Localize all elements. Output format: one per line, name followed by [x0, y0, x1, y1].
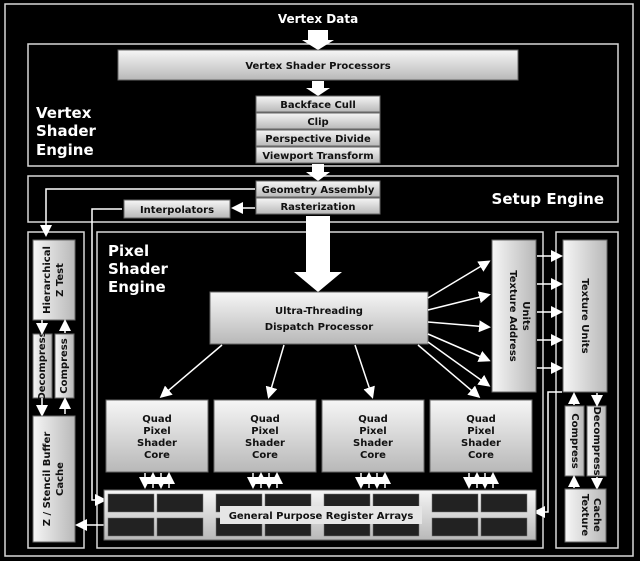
core-3-line-1: Quad [358, 414, 388, 425]
decompress-label: Decompress [37, 331, 48, 400]
pixel-engine-label-1: Pixel [108, 242, 149, 260]
register-cell [156, 517, 204, 537]
core-4-line-4: Core [468, 450, 494, 461]
viewport-transform-box [255, 146, 381, 164]
vsp-down-arrow [306, 81, 330, 96]
z-stencil-label-2: Cache [55, 462, 66, 496]
viewport-down-arrow [306, 164, 330, 181]
register-cell [107, 493, 155, 513]
perspective-divide-label: Perspective Divide [265, 134, 371, 145]
register-cell [431, 517, 479, 537]
vertex-shader-processors-label: Vertex Shader Processors [245, 61, 390, 72]
hierarchical-z-label-2: Z Test [55, 263, 66, 297]
geometry-assembly-label: Geometry Assembly [262, 185, 375, 196]
tu-to-gpr-line [533, 391, 562, 518]
quad-core-4: Quad Pixel Shader Core [429, 399, 533, 473]
outer-frame [4, 3, 634, 557]
interpolators-to-gpr-line [91, 208, 122, 506]
core-3-line-2: Pixel [359, 426, 386, 437]
dispatch-to-core-4-arrow [417, 344, 481, 398]
vertex-shader-processors-box [117, 49, 519, 81]
core-1-line-4: Core [144, 450, 170, 461]
hierarchical-z-label-1: Hierarchical [42, 246, 53, 314]
hierarchical-z-test-box [32, 239, 76, 321]
register-cell [480, 493, 528, 513]
texture-address-label-1: Texture Address [507, 270, 518, 362]
interpolators-label: Interpolators [140, 205, 214, 216]
interpolators-box [123, 199, 231, 219]
z-stencil-cache-box [32, 415, 76, 543]
vertex-engine-label-2: Shader [36, 122, 97, 140]
dispatch-to-tau-arrow-1 [427, 260, 491, 299]
core-4-line-2: Pixel [467, 426, 494, 437]
pixel-engine-label-2: Shader [108, 260, 169, 278]
z-stencil-label-1: Z / Stencil Buffer [42, 432, 53, 527]
gpr-arrays-label: General Purpose Register Arrays [229, 511, 414, 522]
core-2-line-4: Core [252, 450, 278, 461]
register-cell [480, 517, 528, 537]
register-cell [156, 493, 204, 513]
texture-cache-label-2: Cache [591, 498, 602, 532]
vertex-data-arrow [302, 30, 334, 50]
register-cell [431, 493, 479, 513]
register-cell [107, 517, 155, 537]
quad-core-1: Quad Pixel Shader Core [105, 399, 209, 473]
texture-cache-box [564, 488, 607, 543]
gpr-label-backdrop [220, 506, 422, 524]
core-1-line-2: Pixel [143, 426, 170, 437]
rasterization-label: Rasterization [280, 202, 355, 213]
vertex-engine-label-1: Vertex [36, 104, 92, 122]
dispatch-to-core-1-arrow [159, 344, 223, 398]
core-2-line-3: Shader [245, 438, 285, 449]
dispatch-processor-box [209, 291, 429, 345]
texture-path-frame [555, 231, 619, 549]
viewport-transform-label: Viewport Transform [262, 151, 373, 162]
compress-label: Compress [59, 338, 70, 393]
dispatch-label-2: Dispatch Processor [265, 322, 374, 333]
vertex-data-label: Vertex Data [278, 12, 358, 26]
clip-box [255, 112, 381, 130]
backface-cull-box [255, 95, 381, 113]
setup-engine-label: Setup Engine [492, 190, 604, 208]
dispatch-to-core-2-arrow [265, 344, 285, 399]
backface-cull-label: Backface Cull [280, 100, 356, 111]
dispatch-to-tau-arrow-4 [427, 333, 491, 362]
pixel-engine-label-3: Engine [108, 278, 166, 296]
geometry-assembly-box [255, 180, 381, 198]
dispatch-to-core-3-arrow [354, 344, 375, 399]
quad-core-2: Quad Pixel Shader Core [213, 399, 317, 473]
core-2-line-2: Pixel [251, 426, 278, 437]
core-3-line-4: Core [360, 450, 386, 461]
texture-address-units-box [491, 239, 537, 393]
vertex-engine-label-3: Engine [36, 141, 94, 159]
clip-label: Clip [307, 117, 328, 128]
dispatch-to-tau-arrow-5 [427, 341, 491, 387]
texture-units-box [562, 239, 608, 393]
z-path-frame [27, 231, 85, 549]
core-gpr-arrows [139, 472, 499, 489]
perspective-divide-box [255, 129, 381, 147]
core-3-line-3: Shader [353, 438, 393, 449]
core-2-line-1: Quad [250, 414, 280, 425]
dispatch-label-1: Ultra-Threading [275, 306, 363, 317]
texture-cache-label-1: Texture [579, 494, 590, 537]
texture-units-label: Texture Units [579, 278, 590, 353]
raster-to-dispatch-arrow [294, 216, 342, 292]
core-1-line-1: Quad [142, 414, 172, 425]
dispatch-to-tau-arrow-3 [427, 320, 491, 333]
texture-address-label-2: Units [520, 301, 531, 330]
rasterization-box [255, 197, 381, 215]
texture-decompress-label: Decompress [591, 406, 602, 475]
core-4-line-3: Shader [461, 438, 501, 449]
quad-core-3: Quad Pixel Shader Core [321, 399, 425, 473]
core-1-line-3: Shader [137, 438, 177, 449]
geometry-to-z-line [40, 188, 255, 237]
core-4-line-1: Quad [466, 414, 496, 425]
texture-compress-label: Compress [569, 413, 580, 468]
dispatch-to-tau-arrow-2 [427, 291, 491, 311]
